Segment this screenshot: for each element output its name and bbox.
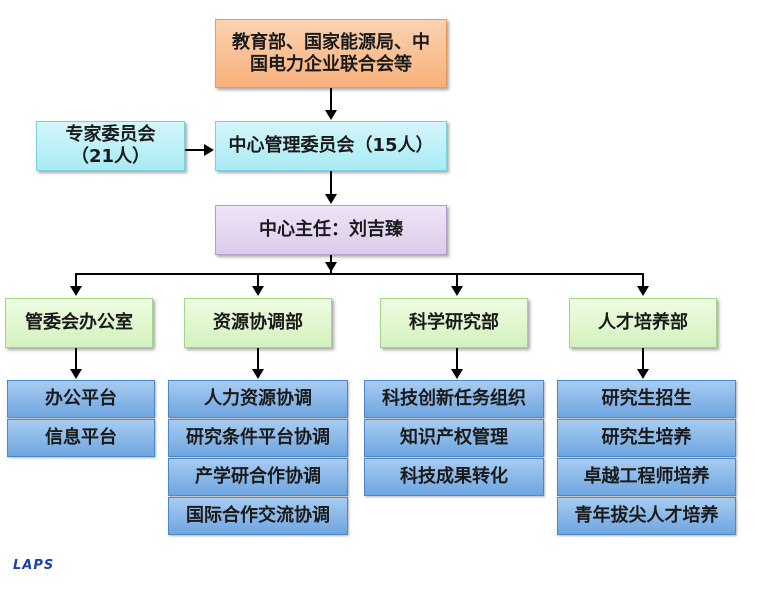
connector-top-to-committee xyxy=(330,88,332,111)
experts-committee-box: 专家委员会 （21人） xyxy=(36,121,185,171)
item-hr-coordination: 人力资源协调 xyxy=(168,380,348,418)
arrow-dept-4-items xyxy=(637,369,649,379)
department-research: 科学研究部 xyxy=(380,298,528,348)
arrow-to-dept-1 xyxy=(70,286,82,296)
item-label: 研究条件平台协调 xyxy=(186,427,330,449)
department-resources-label: 资源协调部 xyxy=(213,312,303,334)
connector-to-dept-4 xyxy=(642,273,644,287)
experts-line1: 专家委员会 xyxy=(65,124,156,146)
connector-horizontal-bus xyxy=(75,273,644,275)
arrow-dept-1-items xyxy=(70,369,82,379)
top-authority-box: 教育部、国家能源局、中 国电力企业联合会等 xyxy=(215,19,447,88)
top-authority-line1: 教育部、国家能源局、中 xyxy=(232,31,430,53)
arrow-dept-2-items xyxy=(252,369,264,379)
arrow-top-to-committee xyxy=(325,110,337,120)
item-info-platform: 信息平台 xyxy=(7,419,155,457)
arrow-director-down xyxy=(325,262,337,272)
connector-to-dept-3 xyxy=(456,273,458,287)
management-committee-label: 中心管理委员会（15人） xyxy=(228,135,434,157)
item-label: 国际合作交流协调 xyxy=(186,505,330,527)
item-international-coordination: 国际合作交流协调 xyxy=(168,497,348,535)
item-label: 研究生招生 xyxy=(601,388,692,410)
director-label: 中心主任：刘吉臻 xyxy=(259,219,403,241)
item-ip-management: 知识产权管理 xyxy=(364,419,544,457)
management-committee-box: 中心管理委员会（15人） xyxy=(215,121,447,171)
department-resources: 资源协调部 xyxy=(184,298,332,348)
item-tech-transfer: 科技成果转化 xyxy=(364,458,544,496)
item-label: 科技成果转化 xyxy=(400,466,508,488)
connector-committee-to-director xyxy=(330,171,332,195)
department-office-label: 管委会办公室 xyxy=(25,312,133,334)
item-office-platform: 办公平台 xyxy=(7,380,155,418)
laps-logo: LAPS xyxy=(13,558,55,573)
connector-dept-2-items xyxy=(257,348,259,370)
item-label: 卓越工程师培养 xyxy=(583,466,710,488)
department-talent-label: 人才培养部 xyxy=(598,312,688,334)
top-authority-line2: 国电力企业联合会等 xyxy=(250,53,412,75)
item-label: 研究生培养 xyxy=(601,427,692,449)
item-grad-training: 研究生培养 xyxy=(557,419,736,457)
item-research-platform-coordination: 研究条件平台协调 xyxy=(168,419,348,457)
director-box: 中心主任：刘吉臻 xyxy=(215,205,447,255)
arrow-to-dept-4 xyxy=(637,286,649,296)
arrow-to-dept-3 xyxy=(451,286,463,296)
item-label: 产学研合作协调 xyxy=(195,466,321,488)
arrow-dept-3-items xyxy=(451,369,463,379)
department-research-label: 科学研究部 xyxy=(409,312,499,334)
experts-line2: （21人） xyxy=(70,146,151,167)
item-label: 科技创新任务组织 xyxy=(382,388,526,410)
connector-dept-4-items xyxy=(642,348,644,370)
connector-dept-3-items xyxy=(456,348,458,370)
item-label: 办公平台 xyxy=(45,388,117,410)
connector-to-dept-2 xyxy=(257,273,259,287)
item-innovation-task: 科技创新任务组织 xyxy=(364,380,544,418)
department-office: 管委会办公室 xyxy=(5,298,153,348)
arrow-to-dept-2 xyxy=(252,286,264,296)
item-industry-academia-coordination: 产学研合作协调 xyxy=(168,458,348,496)
item-label: 信息平台 xyxy=(45,427,117,449)
item-young-talent-training: 青年拔尖人才培养 xyxy=(557,497,736,535)
item-grad-admission: 研究生招生 xyxy=(557,380,736,418)
item-label: 人力资源协调 xyxy=(204,388,312,410)
item-label: 青年拔尖人才培养 xyxy=(574,505,719,527)
arrow-committee-to-director xyxy=(325,194,337,204)
connector-experts-to-committee xyxy=(185,149,205,151)
connector-to-dept-1 xyxy=(75,273,77,287)
item-engineer-training: 卓越工程师培养 xyxy=(557,458,736,496)
arrow-experts-to-committee xyxy=(204,144,214,156)
connector-dept-1-items xyxy=(75,348,77,370)
item-label: 知识产权管理 xyxy=(400,427,508,449)
department-talent: 人才培养部 xyxy=(569,298,717,348)
